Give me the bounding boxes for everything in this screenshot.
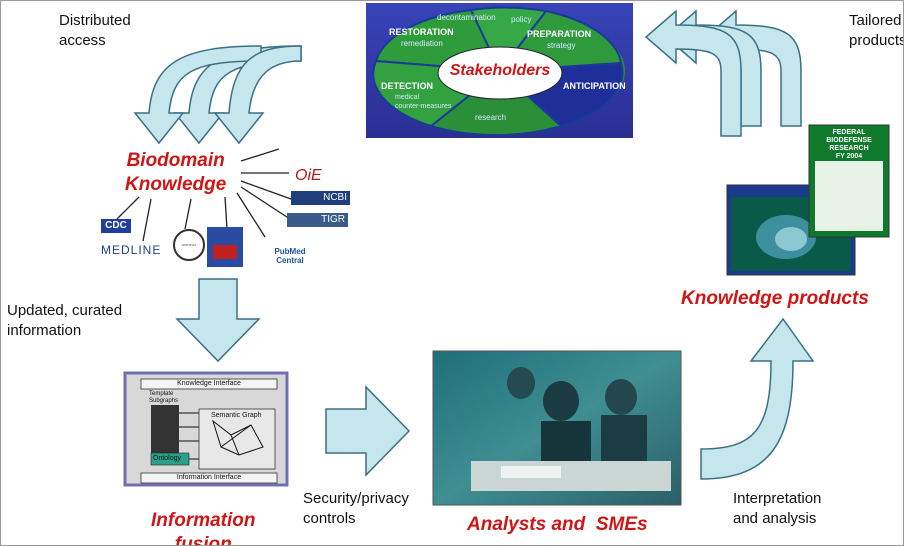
information-interface-label: Information Interface: [176, 474, 242, 481]
right-arrow: [325, 385, 411, 477]
stakeholders-label: Stakeholders: [449, 62, 551, 79]
semantic-graph-label: Semantic Graph: [211, 412, 262, 419]
ring-anticipation: ANTICIPATION: [563, 81, 626, 91]
nih-logo: NATIONAL INSTITUTES OF HEALTH: [173, 229, 205, 261]
biodomain-connectors: [116, 148, 294, 242]
distributed-access-label: Distributed access: [59, 12, 131, 49]
distributed-access-arrows: [133, 45, 302, 145]
medline-logo: MEDLINE: [101, 243, 162, 257]
pubmed-central-logo: PubMed Central: [274, 247, 306, 265]
ring-strategy: strategy: [547, 41, 576, 50]
information-fusion-diagram: [123, 371, 289, 487]
ontology-label: Ontology: [153, 455, 182, 462]
stakeholders-ring: [366, 3, 633, 138]
ring-restoration: RESTORATION: [389, 27, 454, 37]
ring-preparation: PREPARATION: [527, 29, 592, 39]
tailored-products-label: Tailored products: [849, 12, 904, 49]
knowledge-products-images: [726, 124, 890, 276]
knowledge-interface-label: Knowledge Interface: [177, 380, 241, 387]
report-cover-title: FEDERAL BIODEFENSE RESEARCH FY 2004: [826, 129, 872, 160]
ring-remediation: remediation: [401, 39, 443, 48]
ring-research: research: [475, 113, 507, 122]
tailored-products-arrows: [644, 9, 802, 137]
analysts-smes-title: Analysts and SMEs: [467, 514, 648, 535]
template-subgraphs-label: Template Subgraphs: [149, 391, 179, 404]
ncbi-logo: NCBI: [291, 191, 350, 205]
biodomain-knowledge-title: Biodomain Knowledge: [125, 150, 227, 195]
oie-logo: OiE: [295, 167, 322, 184]
cdc-logo: CDC: [101, 219, 131, 233]
ring-policy: policy: [511, 15, 532, 24]
ring-medical: medical counter-measures: [395, 94, 452, 110]
ring-detection: DETECTION: [381, 81, 434, 91]
interpretation-label: Interpretation and analysis: [733, 490, 822, 527]
information-fusion-title: Information fusion: [151, 510, 256, 546]
security-privacy-label: Security/privacy controls: [303, 490, 409, 527]
knowledge-products-title: Knowledge products: [681, 288, 869, 309]
updated-information-label: Updated, curated information: [7, 302, 123, 339]
interpretation-arrow: [700, 317, 815, 480]
down-arrow: [175, 278, 261, 363]
tigr-logo: TIGR: [287, 213, 348, 227]
book-cover-logo: [207, 227, 243, 267]
ring-decontamination: decontamination: [437, 13, 496, 22]
analysts-photo: [432, 350, 682, 506]
